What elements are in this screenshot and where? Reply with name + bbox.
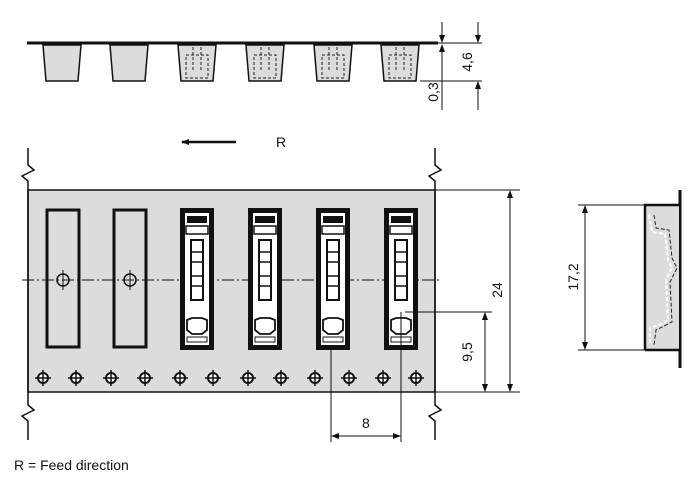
component-pocket xyxy=(248,208,282,350)
empty-pocket-section xyxy=(109,44,149,82)
sprocket-hole-icon xyxy=(68,370,84,386)
component-pocket xyxy=(316,208,350,350)
sprocket-hole-icon xyxy=(240,370,256,386)
filled-pocket-section xyxy=(245,44,285,82)
pocket-side-view: 17,2 xyxy=(565,190,682,368)
sprocket-hole-icon xyxy=(172,370,188,386)
sprocket-hole-icon xyxy=(35,370,51,386)
sprocket-hole-icon xyxy=(408,370,424,386)
tape-top-view: 24 9,5 8 xyxy=(20,148,520,442)
dim-pocket-depth: 4,6 xyxy=(459,52,475,72)
sprocket-hole-icon xyxy=(375,370,391,386)
empty-pocket xyxy=(45,208,81,349)
sprocket-hole-icon xyxy=(273,370,289,386)
filled-pocket-section xyxy=(380,44,420,82)
dim-pocket-pitch: 8 xyxy=(362,415,370,431)
sprocket-hole-icon xyxy=(341,370,357,386)
sprocket-hole-icon xyxy=(307,370,323,386)
dim-tape-width: 24 xyxy=(489,282,505,298)
empty-pocket xyxy=(112,208,148,349)
feed-arrow-label: R xyxy=(276,134,286,150)
dim-cover-thickness: 0,3 xyxy=(425,82,441,102)
dim-sprocket-offset: 9,5 xyxy=(459,342,475,362)
filled-pocket-section xyxy=(177,44,217,82)
empty-pocket-section xyxy=(42,44,82,82)
caption: R = Feed direction xyxy=(14,457,129,473)
component-pocket xyxy=(180,208,214,350)
side-section-view: 0,3 4,6 xyxy=(27,22,482,110)
feed-direction-arrow: R xyxy=(181,134,286,150)
filled-pocket-section xyxy=(313,44,353,82)
sprocket-hole-icon xyxy=(137,370,153,386)
sprocket-hole-icon xyxy=(205,370,221,386)
sprocket-hole-icon xyxy=(103,370,119,386)
dim-pocket-length: 17,2 xyxy=(565,263,581,290)
